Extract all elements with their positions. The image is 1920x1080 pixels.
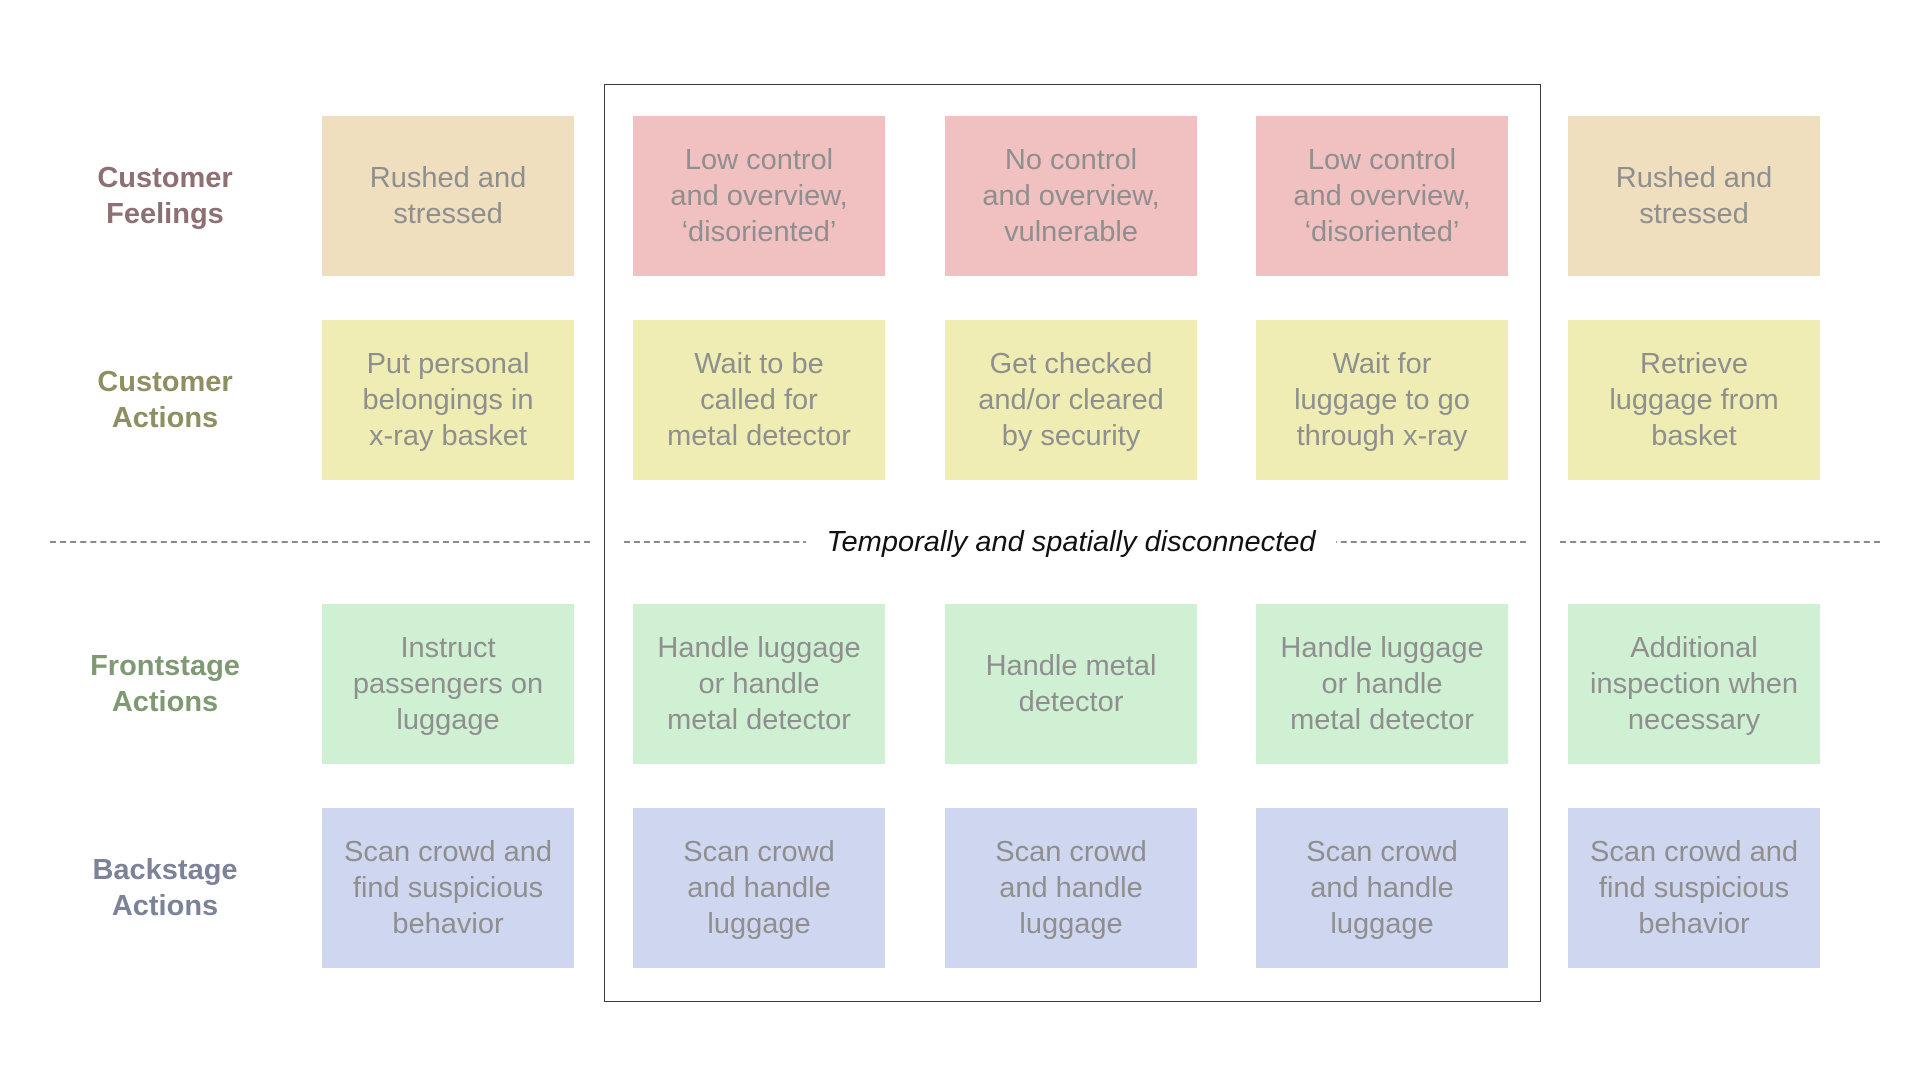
visibility-line-right	[1560, 541, 1880, 543]
row-label-customer-actions: Customer Actions	[97, 366, 233, 434]
customer-action-card: Wait for luggage to go through x-ray	[1256, 320, 1508, 480]
customer-action-card: Wait to be called for metal detector	[633, 320, 885, 480]
feeling-card: Rushed and stressed	[1568, 116, 1820, 276]
disconnected-zone-frame	[604, 84, 1541, 1002]
customer-action-card: Retrieve luggage from basket	[1568, 320, 1820, 480]
backstage-action-card: Scan crowd and handle luggage	[1256, 808, 1508, 968]
feeling-card: Low control and overview, ‘disoriented’	[633, 116, 885, 276]
backstage-action-card: Scan crowd and handle luggage	[945, 808, 1197, 968]
frontstage-action-card: Additional inspection when necessary	[1568, 604, 1820, 764]
visibility-line-left	[50, 541, 590, 543]
divider-label: Temporally and spatially disconnected	[806, 522, 1336, 562]
row-label-backstage-actions: Backstage Actions	[92, 854, 238, 922]
frontstage-action-card: Instruct passengers on luggage	[322, 604, 574, 764]
frontstage-action-card: Handle luggage or handle metal detector	[633, 604, 885, 764]
feeling-card: Rushed and stressed	[322, 116, 574, 276]
frontstage-action-card: Handle luggage or handle metal detector	[1256, 604, 1508, 764]
backstage-action-card: Scan crowd and find suspicious behavior	[1568, 808, 1820, 968]
feeling-card: Low control and overview, ‘disoriented’	[1256, 116, 1508, 276]
customer-action-card: Put personal belongings in x-ray basket	[322, 320, 574, 480]
customer-action-card: Get checked and/or cleared by security	[945, 320, 1197, 480]
row-label-customer-feelings: Customer Feelings	[97, 162, 233, 230]
backstage-action-card: Scan crowd and find suspicious behavior	[322, 808, 574, 968]
backstage-action-card: Scan crowd and handle luggage	[633, 808, 885, 968]
feeling-card: No control and overview, vulnerable	[945, 116, 1197, 276]
row-label-frontstage-actions: Frontstage Actions	[90, 650, 240, 718]
frontstage-action-card: Handle metal detector	[945, 604, 1197, 764]
